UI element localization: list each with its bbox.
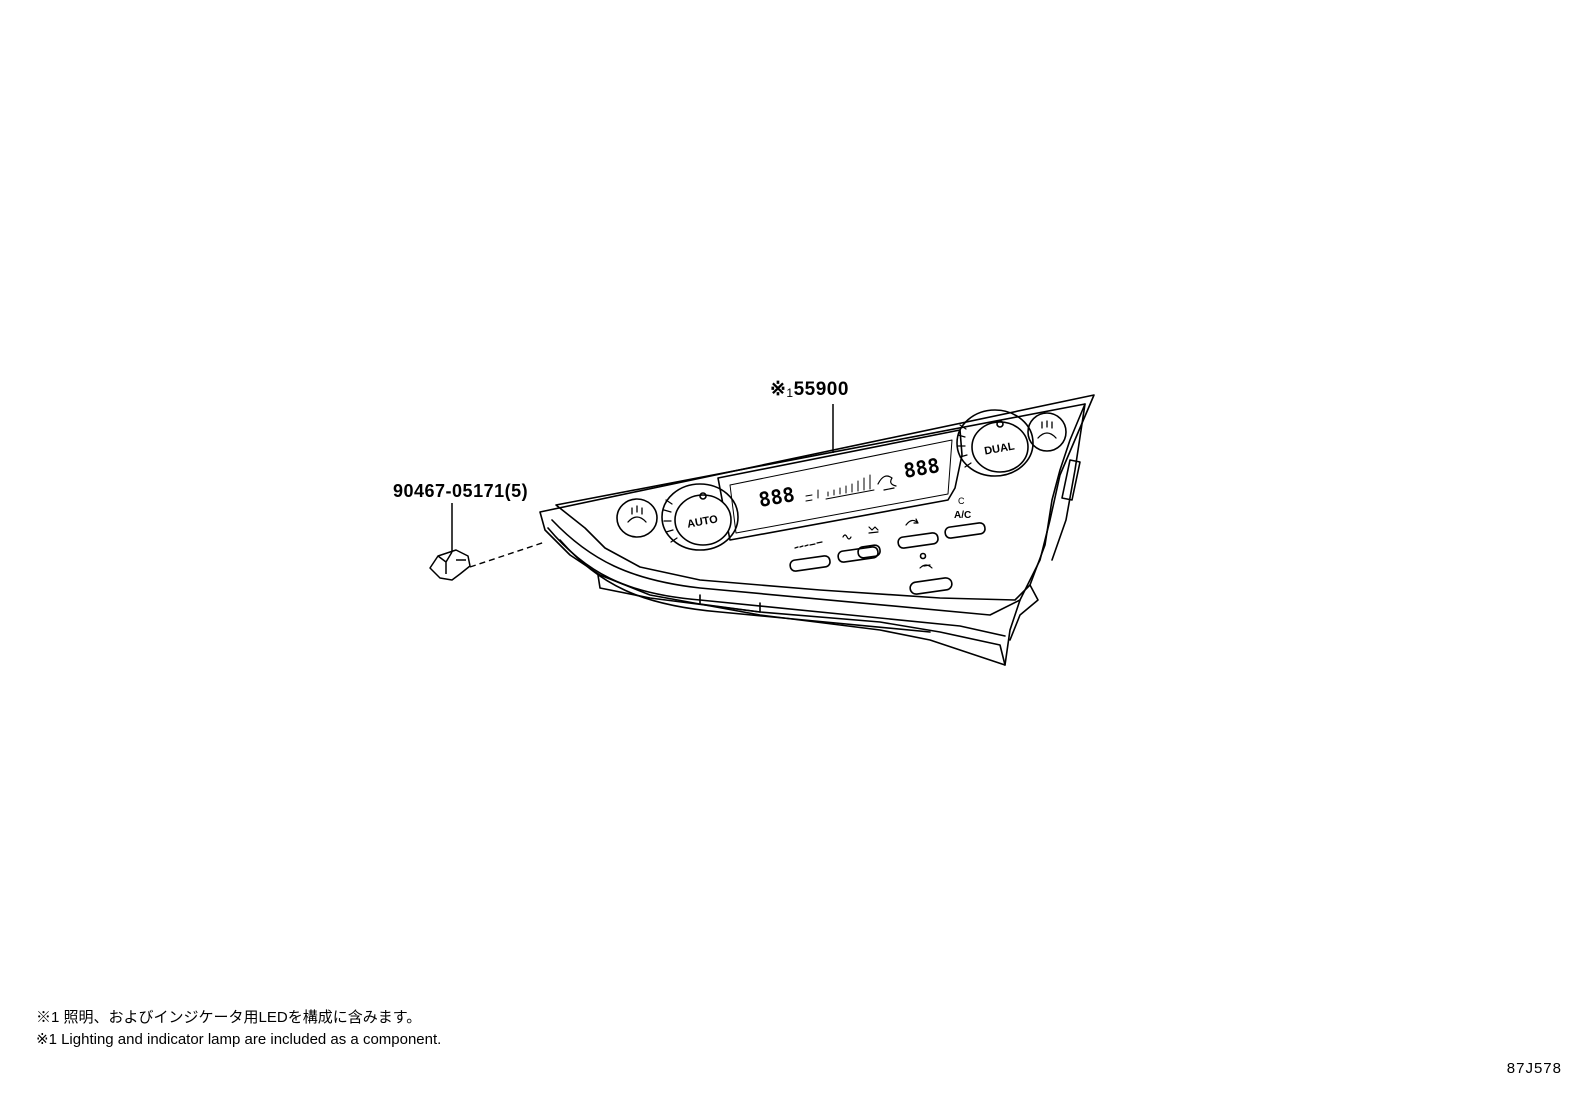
left-temp-knob-ring[interactable] (661, 483, 739, 551)
rear-defrost-icon (1037, 420, 1057, 439)
left-knob-ridges (663, 499, 678, 543)
climate-control-panel: AUTO DUAL 888 888 (539, 394, 1095, 666)
lcd-fan-speed-bars (825, 474, 875, 500)
left-defrost-button[interactable] (616, 498, 658, 538)
panel-right-edge (1051, 403, 1086, 561)
button-ac-label: A/C (954, 510, 971, 521)
fan-low-icon (842, 534, 852, 540)
mode-icon (794, 541, 823, 549)
button-fan[interactable] (837, 546, 879, 563)
clip-dashed-location-line (469, 541, 546, 568)
panel-right-flange (1009, 584, 1039, 641)
right-knob-ridges (957, 424, 972, 468)
left-temp-knob-cap[interactable] (674, 494, 732, 546)
callout-main-mark: ※ (770, 379, 787, 400)
off-icon (919, 564, 933, 569)
callout-main-number: 55900 (793, 379, 849, 400)
ac-indicator-c: C (958, 496, 965, 506)
right-temp-knob-ring[interactable] (956, 409, 1034, 477)
panel-top-face (555, 403, 1086, 601)
right-knob-indicator-dot (996, 420, 1004, 428)
button-recirculation[interactable] (897, 532, 939, 549)
panel-lower-trim-1 (551, 519, 1021, 616)
button-fan-2[interactable] (857, 544, 881, 559)
recirculation-icon (905, 518, 919, 526)
windshield-defrost-icon (627, 505, 647, 523)
fan-high-icon (868, 526, 879, 534)
callout-main-part: ※155900 (770, 378, 849, 401)
note-japanese: ※1 照明、およびインジケータ用LEDを構成に含みます。 (36, 1009, 422, 1026)
button-mode[interactable] (789, 555, 831, 572)
note-english: ※1 Lighting and indicator lamp are inclu… (36, 1031, 442, 1048)
button-ac[interactable] (944, 522, 986, 539)
lcd-airflow-icon (877, 475, 897, 491)
clip-detail (437, 551, 466, 574)
lcd-display-inner (729, 439, 953, 534)
callout-clip-part: 90467-05171(5) (393, 481, 529, 501)
button-off[interactable] (909, 577, 953, 595)
drawing-id: 87J578 (1506, 1060, 1562, 1077)
panel-rear-tab (699, 594, 761, 613)
lcd-mode-indicator (805, 489, 819, 502)
left-knob-label: AUTO (686, 513, 719, 530)
right-defrost-button[interactable] (1027, 412, 1067, 452)
off-indicator-dot (919, 552, 927, 560)
callout-main-ref: 1 (786, 386, 794, 400)
panel-right-side-detail (1061, 459, 1081, 501)
right-temp-knob-cap[interactable] (971, 421, 1029, 473)
panel-lower-trim-3 (559, 539, 931, 633)
left-knob-indicator-dot (699, 492, 707, 500)
panel-bottom-flange (597, 574, 1006, 666)
right-knob-label: DUAL (983, 440, 1015, 457)
clip-part (429, 549, 471, 581)
